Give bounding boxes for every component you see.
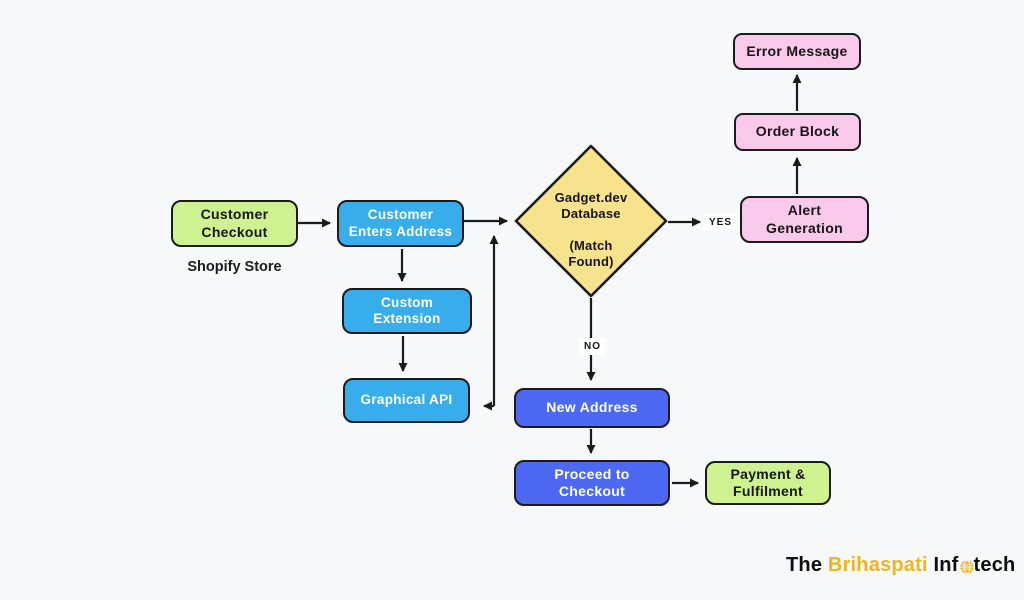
node-payment-fulfilment-label: Payment & Fulfilment: [730, 465, 806, 499]
node-order-block: Order Block: [734, 113, 861, 151]
shopify-store-caption: Shopify Store: [187, 259, 282, 275]
node-new-address-label: New Address: [546, 399, 638, 416]
logo-word-inf: Inf: [933, 554, 959, 576]
brihaspati-infotech-logo: The Brihaspati Inf tech: [786, 554, 1015, 577]
node-proceed-to-checkout: Proceed to Checkout: [514, 460, 670, 506]
logo-word-tech: tech: [973, 554, 1016, 576]
node-customer-enters-address: Customer Enters Address: [337, 200, 464, 247]
node-customer-checkout: Customer Checkout: [171, 200, 298, 247]
node-customer-checkout-label: Customer Checkout: [200, 206, 269, 240]
node-error-message-label: Error Message: [746, 42, 848, 59]
edge-label-yes: YES: [704, 214, 738, 231]
logo-word-the: The: [786, 554, 828, 576]
node-alert-generation-label: Alert Generation: [766, 202, 843, 236]
node-graphical-api-label: Graphical API: [360, 392, 453, 408]
node-graphical-api: Graphical API: [343, 378, 470, 423]
node-payment-fulfilment: Payment & Fulfilment: [705, 461, 831, 505]
node-customer-enters-address-label: Customer Enters Address: [348, 207, 453, 239]
node-custom-extension-label: Custom Extension: [373, 294, 441, 326]
node-custom-extension: Custom Extension: [342, 288, 472, 334]
edge-label-no: NO: [579, 338, 606, 355]
node-database-decision-label: Gadget.dev Database (Match Found): [554, 190, 628, 269]
node-proceed-to-checkout-label: Proceed to Checkout: [554, 465, 630, 499]
logo-word-brand: Brihaspati: [827, 554, 934, 576]
globe-icon: [959, 559, 974, 574]
node-order-block-label: Order Block: [755, 123, 840, 140]
node-error-message: Error Message: [733, 33, 861, 70]
node-new-address: New Address: [514, 388, 670, 428]
node-alert-generation: Alert Generation: [740, 196, 869, 243]
